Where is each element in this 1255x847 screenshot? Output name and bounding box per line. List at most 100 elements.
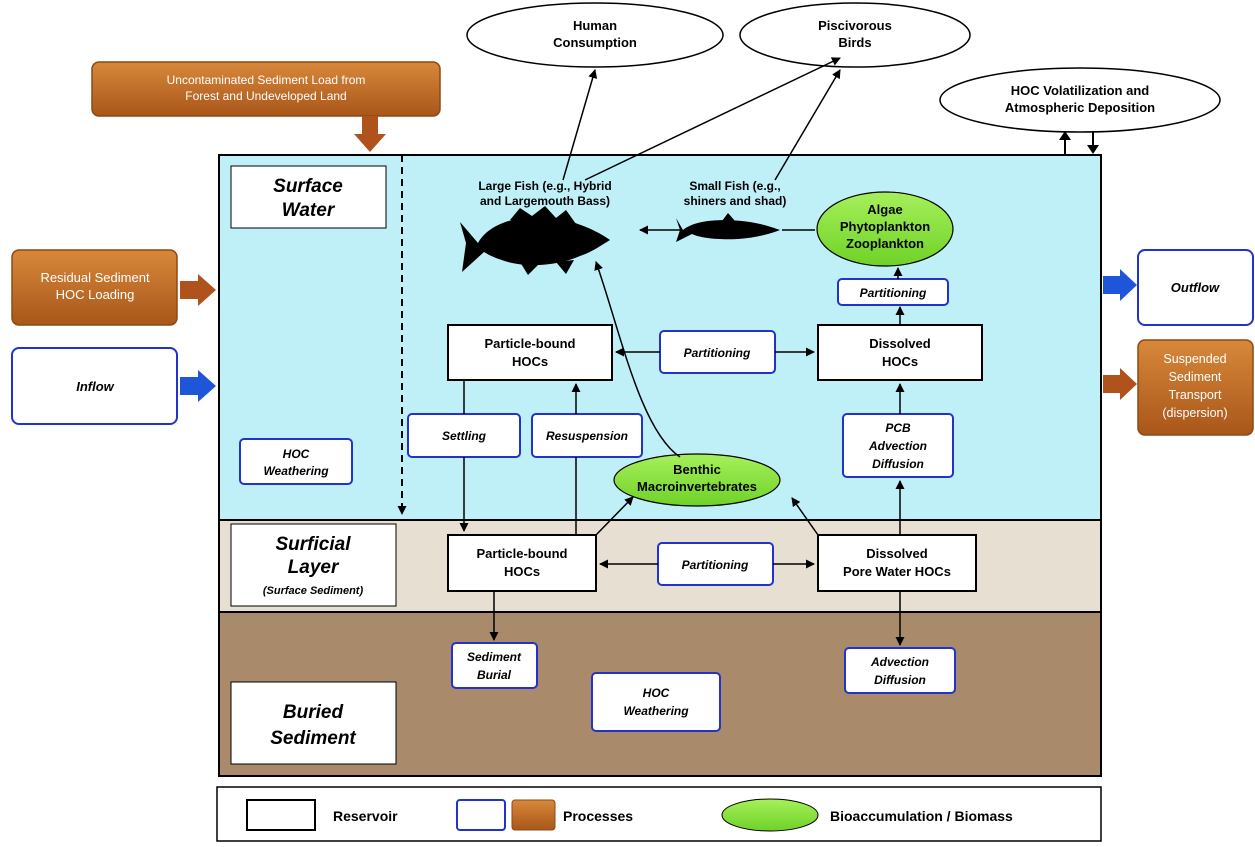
flow-arrows <box>459 57 905 646</box>
advection-diffusion-buried-box: Advection Diffusion <box>844 647 956 694</box>
hoc-weathering-water-line1: HOC <box>283 447 310 461</box>
surficial-layer-label-line2: Layer <box>288 557 340 578</box>
large-fish-label-line2: and Largemouth Bass) <box>480 194 610 208</box>
advection-buried-line2: Diffusion <box>874 673 926 687</box>
human-consumption-line2: Consumption <box>553 35 637 50</box>
suspended-transport-line2: Sediment <box>1169 370 1222 384</box>
suspended-transport-line3: Transport <box>1168 388 1222 402</box>
surficial-layer-label-line1: Surficial <box>276 534 352 555</box>
residual-sediment-loading-box: Residual Sediment HOC Loading <box>11 249 178 326</box>
benthic-line1: Benthic <box>673 462 721 477</box>
surficial-layer-label-box: Surficial Layer (Surface Sediment) <box>230 523 397 607</box>
algae-line2: Phytoplankton <box>840 219 930 234</box>
advection-buried-line1: Advection <box>870 655 929 669</box>
pb-sediment-line1: Particle-bound <box>476 546 567 561</box>
particle-bound-hocs-sediment-box: Particle-bound HOCs <box>447 534 597 592</box>
residual-loading-line2: HOC Loading <box>56 287 135 302</box>
uncontaminated-load-line1: Uncontaminated Sediment Load from <box>167 73 366 87</box>
partitioning-algae-box: Partitioning <box>837 278 949 306</box>
legend-biomass-swatch <box>721 798 819 832</box>
pb-water-line1: Particle-bound <box>484 336 575 351</box>
sediment-burial-line2: Burial <box>477 668 512 682</box>
pore-water-line1: Dissolved <box>866 546 927 561</box>
pcb-advection-diffusion-box: PCB Advection Diffusion <box>842 413 954 478</box>
pore-water-line2: Pore Water HOCs <box>843 564 951 579</box>
volatilization-arrows <box>1059 131 1099 155</box>
partitioning-sediment-box: Partitioning <box>657 542 774 586</box>
sediment-burial-line1: Sediment <box>467 650 522 664</box>
pcb-advection-line3: Diffusion <box>872 457 924 471</box>
dissolved-pore-water-hocs-box: Dissolved Pore Water HOCs <box>817 534 977 592</box>
volatilization-ellipse: HOC Volatilization and Atmospheric Depos… <box>939 67 1221 133</box>
settling-box: Settling <box>407 413 521 458</box>
dissolved-hocs-water-box: Dissolved HOCs <box>817 324 983 381</box>
surface-water-label-line1: Surface <box>273 176 343 197</box>
large-fish-label-line1: Large Fish (e.g., Hybrid <box>478 179 611 193</box>
resuspension-label: Resuspension <box>546 429 628 443</box>
residual-loading-line1: Residual Sediment <box>40 270 150 285</box>
settling-label: Settling <box>442 429 487 443</box>
algae-line3: Zooplankton <box>846 236 924 251</box>
surface-water-label-box: Surface Water <box>230 165 387 229</box>
benthic-line2: Macroinvertebrates <box>637 479 757 494</box>
legend-process-blue-swatch <box>456 799 506 831</box>
dissolved-water-line1: Dissolved <box>869 336 930 351</box>
volatilization-line2: Atmospheric Deposition <box>1005 100 1155 115</box>
outflow-label: Outflow <box>1171 280 1220 295</box>
piscivorous-birds-ellipse: Piscivorous Birds <box>739 2 971 68</box>
pcb-advection-line1: PCB <box>885 421 911 435</box>
partitioning-water-label: Partitioning <box>684 346 751 360</box>
hoc-weathering-water-box: HOC Weathering <box>239 438 353 485</box>
suspended-transport-arrow <box>1103 368 1137 400</box>
large-fish-icon <box>460 206 610 275</box>
human-consumption-ellipse: Human Consumption <box>466 2 724 68</box>
hoc-weathering-buried-box: HOC Weathering <box>591 672 721 732</box>
sediment-burial-box: Sediment Burial <box>451 642 538 689</box>
surficial-layer-label-line3: (Surface Sediment) <box>263 585 364 597</box>
legend-reservoir-swatch <box>246 799 316 831</box>
small-fish-icon <box>676 213 780 242</box>
legend-bioaccumulation-label: Bioaccumulation / Biomass <box>830 808 1013 824</box>
inflow-box: Inflow <box>11 347 178 425</box>
surface-water-label-line2: Water <box>282 200 336 221</box>
partitioning-sediment-label: Partitioning <box>682 558 749 572</box>
outflow-arrow <box>1103 269 1137 301</box>
suspended-transport-line4: (dispersion) <box>1162 406 1227 420</box>
uncontaminated-load-arrow <box>354 116 386 152</box>
hoc-weathering-water-line2: Weathering <box>263 464 329 478</box>
pb-sediment-line2: HOCs <box>504 564 540 579</box>
piscivorous-birds-line2: Birds <box>838 35 871 50</box>
residual-loading-arrow <box>180 274 216 306</box>
dissolved-water-line2: HOCs <box>882 354 918 369</box>
legend-process-orange-swatch <box>511 799 556 831</box>
piscivorous-birds-line1: Piscivorous <box>818 18 892 33</box>
suspended-transport-line1: Suspended <box>1163 352 1226 366</box>
legend: Reservoir Processes Bioaccumulation / Bi… <box>216 786 1102 842</box>
uncontaminated-load-line2: Forest and Undeveloped Land <box>185 89 346 103</box>
resuspension-box: Resuspension <box>531 413 643 458</box>
buried-sediment-label-box: Buried Sediment <box>230 681 397 765</box>
inflow-label: Inflow <box>76 379 114 394</box>
benthic-macroinvertebrates-ellipse: Benthic Macroinvertebrates <box>613 453 781 507</box>
partitioning-algae-label: Partitioning <box>860 286 927 300</box>
buried-sediment-label-line1: Buried <box>283 702 344 723</box>
pb-water-line2: HOCs <box>512 354 548 369</box>
algae-line1: Algae <box>867 202 902 217</box>
pcb-advection-line2: Advection <box>868 439 927 453</box>
inflow-arrow <box>180 370 216 402</box>
volatilization-line1: HOC Volatilization and <box>1011 83 1149 98</box>
small-fish-label-line1: Small Fish (e.g., <box>689 179 780 193</box>
human-consumption-line1: Human <box>573 18 617 33</box>
algae-plankton-ellipse: Algae Phytoplankton Zooplankton <box>816 191 954 267</box>
particle-bound-hocs-water-box: Particle-bound HOCs <box>447 324 613 381</box>
hoc-weathering-buried-line1: HOC <box>643 686 670 700</box>
hoc-weathering-buried-line2: Weathering <box>623 704 689 718</box>
outflow-box: Outflow <box>1137 249 1254 326</box>
legend-processes-label: Processes <box>563 808 633 824</box>
suspended-sediment-transport-box: Suspended Sediment Transport (dispersion… <box>1137 339 1254 436</box>
partitioning-water-box: Partitioning <box>659 330 776 374</box>
buried-sediment-label-line2: Sediment <box>270 728 356 749</box>
small-fish-label-line2: shiners and shad) <box>684 194 787 208</box>
uncontaminated-sediment-load-box: Uncontaminated Sediment Load from Forest… <box>91 61 441 117</box>
